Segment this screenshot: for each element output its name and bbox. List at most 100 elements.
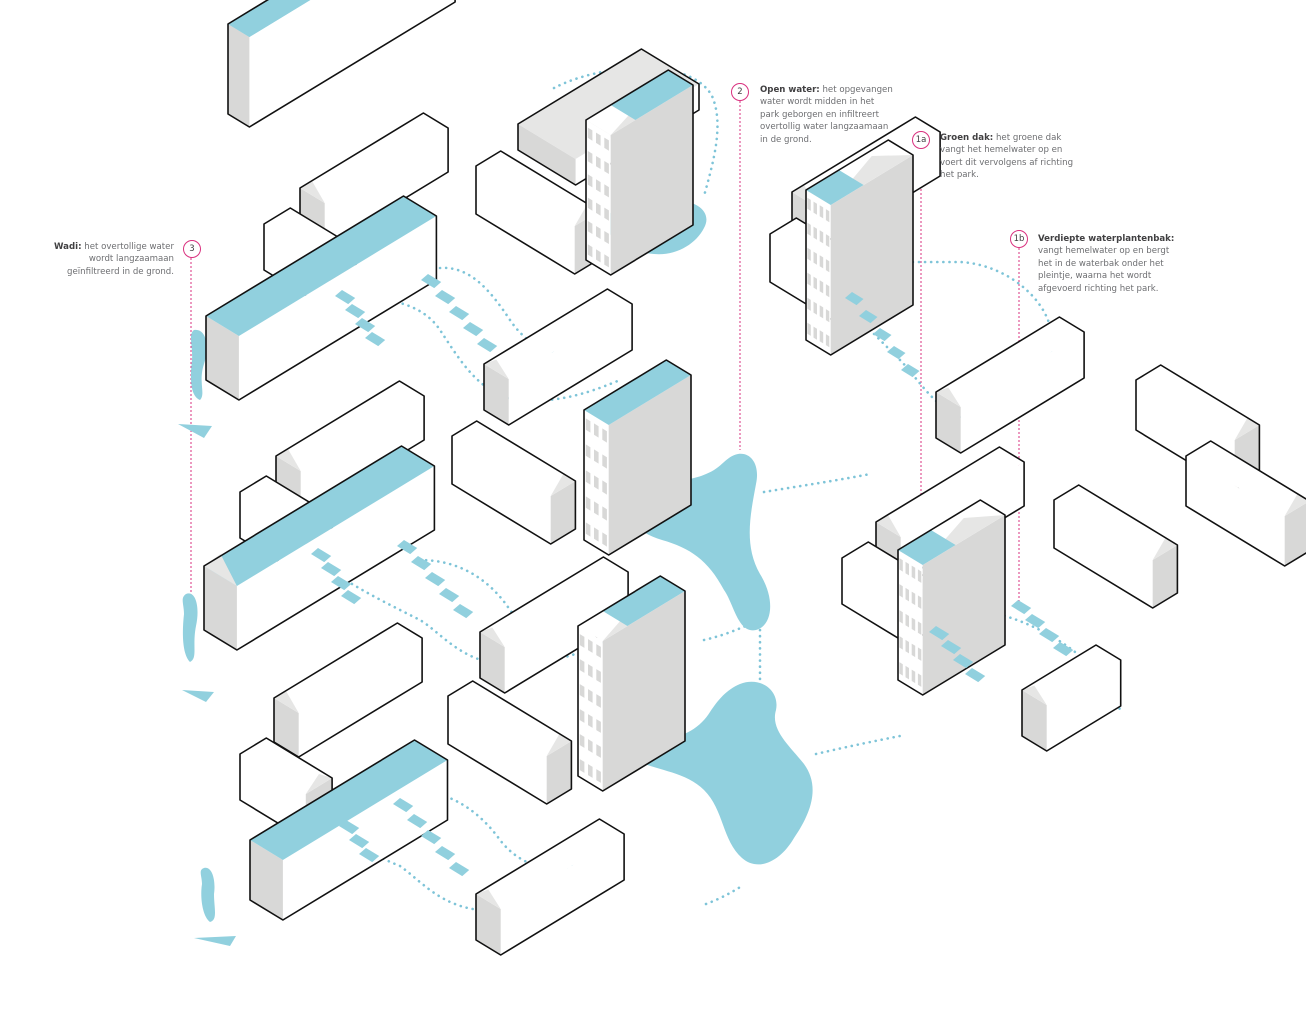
annotation-line: vangt hemelwater op en bergt [1038,246,1170,257]
window [596,249,601,263]
gable [484,359,509,379]
gable [480,627,505,647]
roof [1054,485,1178,560]
window [917,569,922,583]
window [207,604,217,618]
window [819,205,824,219]
flow-c-park [702,620,758,642]
planter-e-right [1053,642,1074,657]
facade [298,638,423,757]
window [224,614,234,628]
building-a-green-roof [205,195,438,401]
planter-a-right [435,290,456,305]
window [596,179,601,193]
facade [1046,660,1121,751]
window [596,156,601,169]
building-outline [203,445,436,651]
window [587,244,593,258]
window [226,364,236,378]
annotation-wadi: Wadi: het overtollige water wordt langza… [28,241,174,278]
building-outline [1053,484,1179,609]
building-outline [479,556,629,694]
annotation-waterplantenbak: Verdiepte waterplantenbak: vangt hemelwa… [1038,233,1198,295]
window [579,659,585,673]
building-outline [805,139,914,356]
green-roof [602,576,685,626]
wadi-top [190,329,207,400]
window [602,532,607,547]
window [594,501,599,516]
green-roof [228,0,311,37]
roof [876,447,1025,537]
window [587,197,593,211]
planter-c-left [311,548,332,563]
wadi-middle [182,593,198,662]
building-top-terrace [227,0,456,128]
gable [922,515,1005,565]
roof [276,381,425,471]
window [825,259,830,273]
window [579,634,585,648]
window [594,475,599,490]
roof [1186,441,1306,516]
annotation-line: het opgevangen [822,85,893,95]
window [585,470,591,485]
window [807,322,811,336]
building-c-north [275,380,425,516]
green-roof [610,70,693,120]
window [819,230,824,244]
planter-c-right [439,588,460,603]
green-roof [806,170,864,205]
annotation-title-open-water: Open water: [760,85,820,95]
window [602,454,607,469]
window [917,595,922,609]
window [905,665,909,680]
planter-c-left [321,562,342,577]
facade [842,558,908,644]
window [911,617,916,632]
window [825,284,830,298]
facade [960,332,1085,453]
building-e-east [1053,484,1179,609]
buildings [203,0,1306,956]
planter-a-left [345,304,366,319]
window [596,694,601,708]
planter-a-right [477,338,498,353]
window [819,255,824,269]
roof [1136,365,1260,440]
window [899,584,903,598]
window [588,714,593,728]
building-e-south [1021,644,1122,752]
gable [1152,538,1178,560]
window [209,354,219,368]
window [588,639,593,653]
roof [518,49,699,159]
gable [546,734,572,756]
window [224,630,234,644]
window [602,428,607,443]
window [917,647,922,661]
gable [1022,685,1047,705]
building-outline [451,420,577,545]
window [207,572,217,586]
window [207,588,217,602]
window [209,322,219,336]
building-c-east [451,420,577,545]
end-wall [602,591,685,791]
facade [236,466,435,650]
window [209,338,219,352]
annotation-number-waterplantenbak: 1b [1010,230,1028,248]
window [899,558,903,572]
wadi-bottom [200,867,215,922]
window [594,449,599,464]
end-wall [1152,545,1178,608]
window [596,132,601,146]
window [270,871,280,884]
window [604,207,609,221]
end-wall [274,698,299,757]
facade [300,396,425,515]
annotation-line: het overtollige water [84,242,174,252]
wadi-spill-middle [182,690,214,702]
annotation-line: vangt het hemelwater op en [940,145,1063,156]
